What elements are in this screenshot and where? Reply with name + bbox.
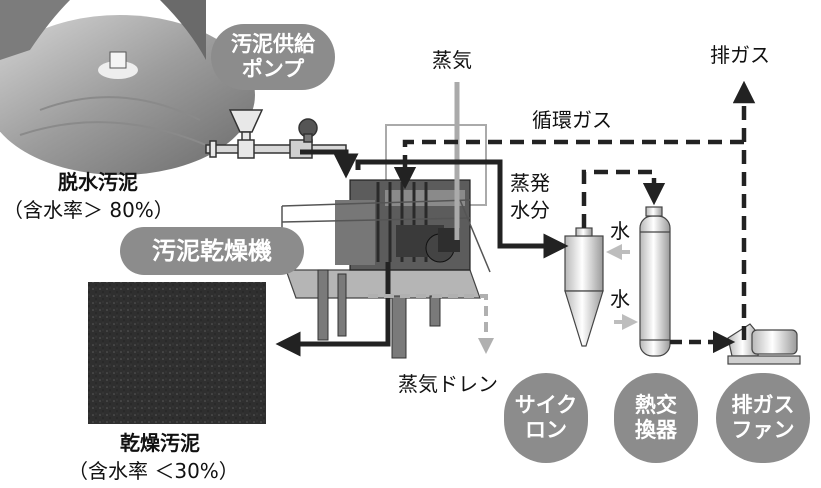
steam-drain-arrow <box>368 294 494 354</box>
dried-moisture-label: （含水率 ＜30%） <box>68 459 239 483</box>
pump-label: 汚泥供給 ポンプ <box>211 24 335 90</box>
exhaust-fan-unit <box>727 323 801 365</box>
evaporated-water-line-2: 水分 <box>510 198 550 222</box>
dried-sludge-arrow <box>275 262 391 357</box>
heat-exchanger-label-line-2: 換器 <box>635 418 677 442</box>
water-label-upper: 水 <box>610 219 630 243</box>
exhaust-fan-label-line-1: 排ガス <box>731 393 795 417</box>
pump-equipment <box>205 109 347 159</box>
exhaust-gas-label: 排ガス <box>710 43 770 67</box>
dryer-label-text: 汚泥乾燥機 <box>152 236 272 265</box>
cyclone-vessel <box>564 227 604 347</box>
dewatered-sludge-photo <box>0 0 255 175</box>
water-label-lower: 水 <box>610 287 630 311</box>
pump-label-line-1: 汚泥供給 <box>231 32 315 56</box>
circulating-gas-label: 循環ガス <box>532 108 612 132</box>
circulating-gas-arrow <box>393 139 747 340</box>
evaporated-water-line-1: 蒸発 <box>510 171 550 195</box>
exhaust-fan-label: 排ガス ファン <box>716 373 810 463</box>
cyclone-label: サイク ロン <box>504 373 588 463</box>
heat-exchanger-label: 熱交 換器 <box>614 373 698 463</box>
steam-drain-label: 蒸気ドレン <box>398 372 498 396</box>
dried-sludge-photo <box>88 282 266 424</box>
sludge-feed-arrow <box>300 149 359 179</box>
evaporated-water-label: 蒸発 水分 <box>510 170 550 224</box>
evaporated-water-arrow <box>355 159 569 259</box>
cyclone-to-exchanger-arrow <box>581 169 666 228</box>
heat-exchanger-vessel <box>639 206 671 357</box>
cyclone-label-line-1: サイク <box>514 393 578 417</box>
exhaust-fan-label-line-2: ファン <box>731 418 795 442</box>
heat-exchanger-label-line-1: 熱交 <box>635 393 677 417</box>
dried-sludge-label: 乾燥汚泥 <box>120 431 200 455</box>
steam-label: 蒸気 <box>432 48 472 72</box>
pump-label-line-2: ポンプ <box>241 57 305 81</box>
dewatered-moisture-label: （含水率＞ 80%） <box>3 198 174 222</box>
dewatered-sludge-label: 脱水汚泥 <box>58 170 138 194</box>
dryer-label: 汚泥乾燥機 <box>120 227 304 275</box>
cyclone-label-line-2: ロン <box>525 418 567 442</box>
